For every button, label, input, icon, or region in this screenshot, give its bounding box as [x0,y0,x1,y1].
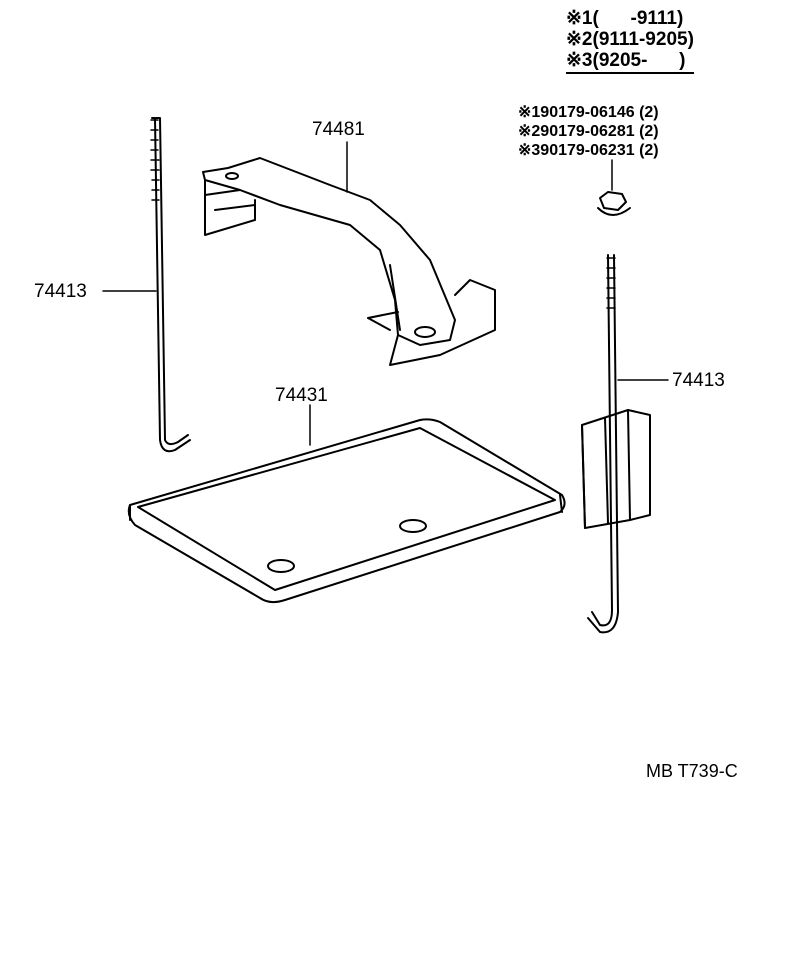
nut [597,191,631,216]
legend-row: ※3(9205- ) [566,50,694,74]
part-number: ※190179-06146 (2) [518,104,659,121]
part-number: ※290179-06281 (2) [518,123,659,140]
hold-down-rod-right [581,254,651,634]
diagram-code: MB T739-C [646,761,738,781]
label-rod-left: 74413 [34,281,87,302]
hold-down-rod-left [150,117,191,453]
battery-clamp-bracket [202,157,496,366]
label-bracket: 74481 [312,119,365,140]
battery-tray [127,418,566,604]
legend-row: ※1( -9111) [566,8,684,29]
label-tray: 74431 [275,385,328,406]
part-number: ※390179-06231 (2) [518,142,659,159]
label-rod-right: 74413 [672,370,725,391]
legend-row: ※2(9111-9205) [566,29,694,50]
nut-part-numbers: ※190179-06146 (2) ※290179-06281 (2) ※390… [518,103,659,160]
production-date-legend: ※1( -9111) ※2(9111-9205) ※3(9205- ) [566,8,694,74]
